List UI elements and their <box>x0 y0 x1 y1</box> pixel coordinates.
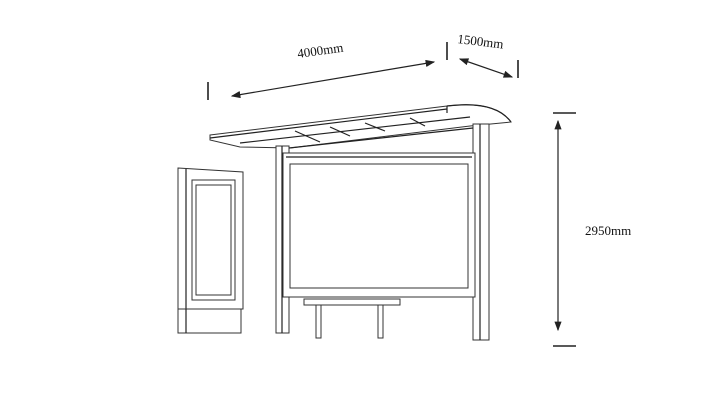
depth-dimension: 1500mm <box>457 31 519 78</box>
advertising-panel <box>282 152 476 298</box>
bench <box>303 298 401 339</box>
height-label: 2950mm <box>585 223 631 238</box>
height-dimension: 2950mm <box>553 112 631 347</box>
roof <box>209 104 512 149</box>
length-dimension: 4000mm <box>207 40 448 100</box>
depth-label: 1500mm <box>457 31 505 52</box>
advertising-kiosk <box>177 167 244 334</box>
length-label: 4000mm <box>296 40 344 61</box>
